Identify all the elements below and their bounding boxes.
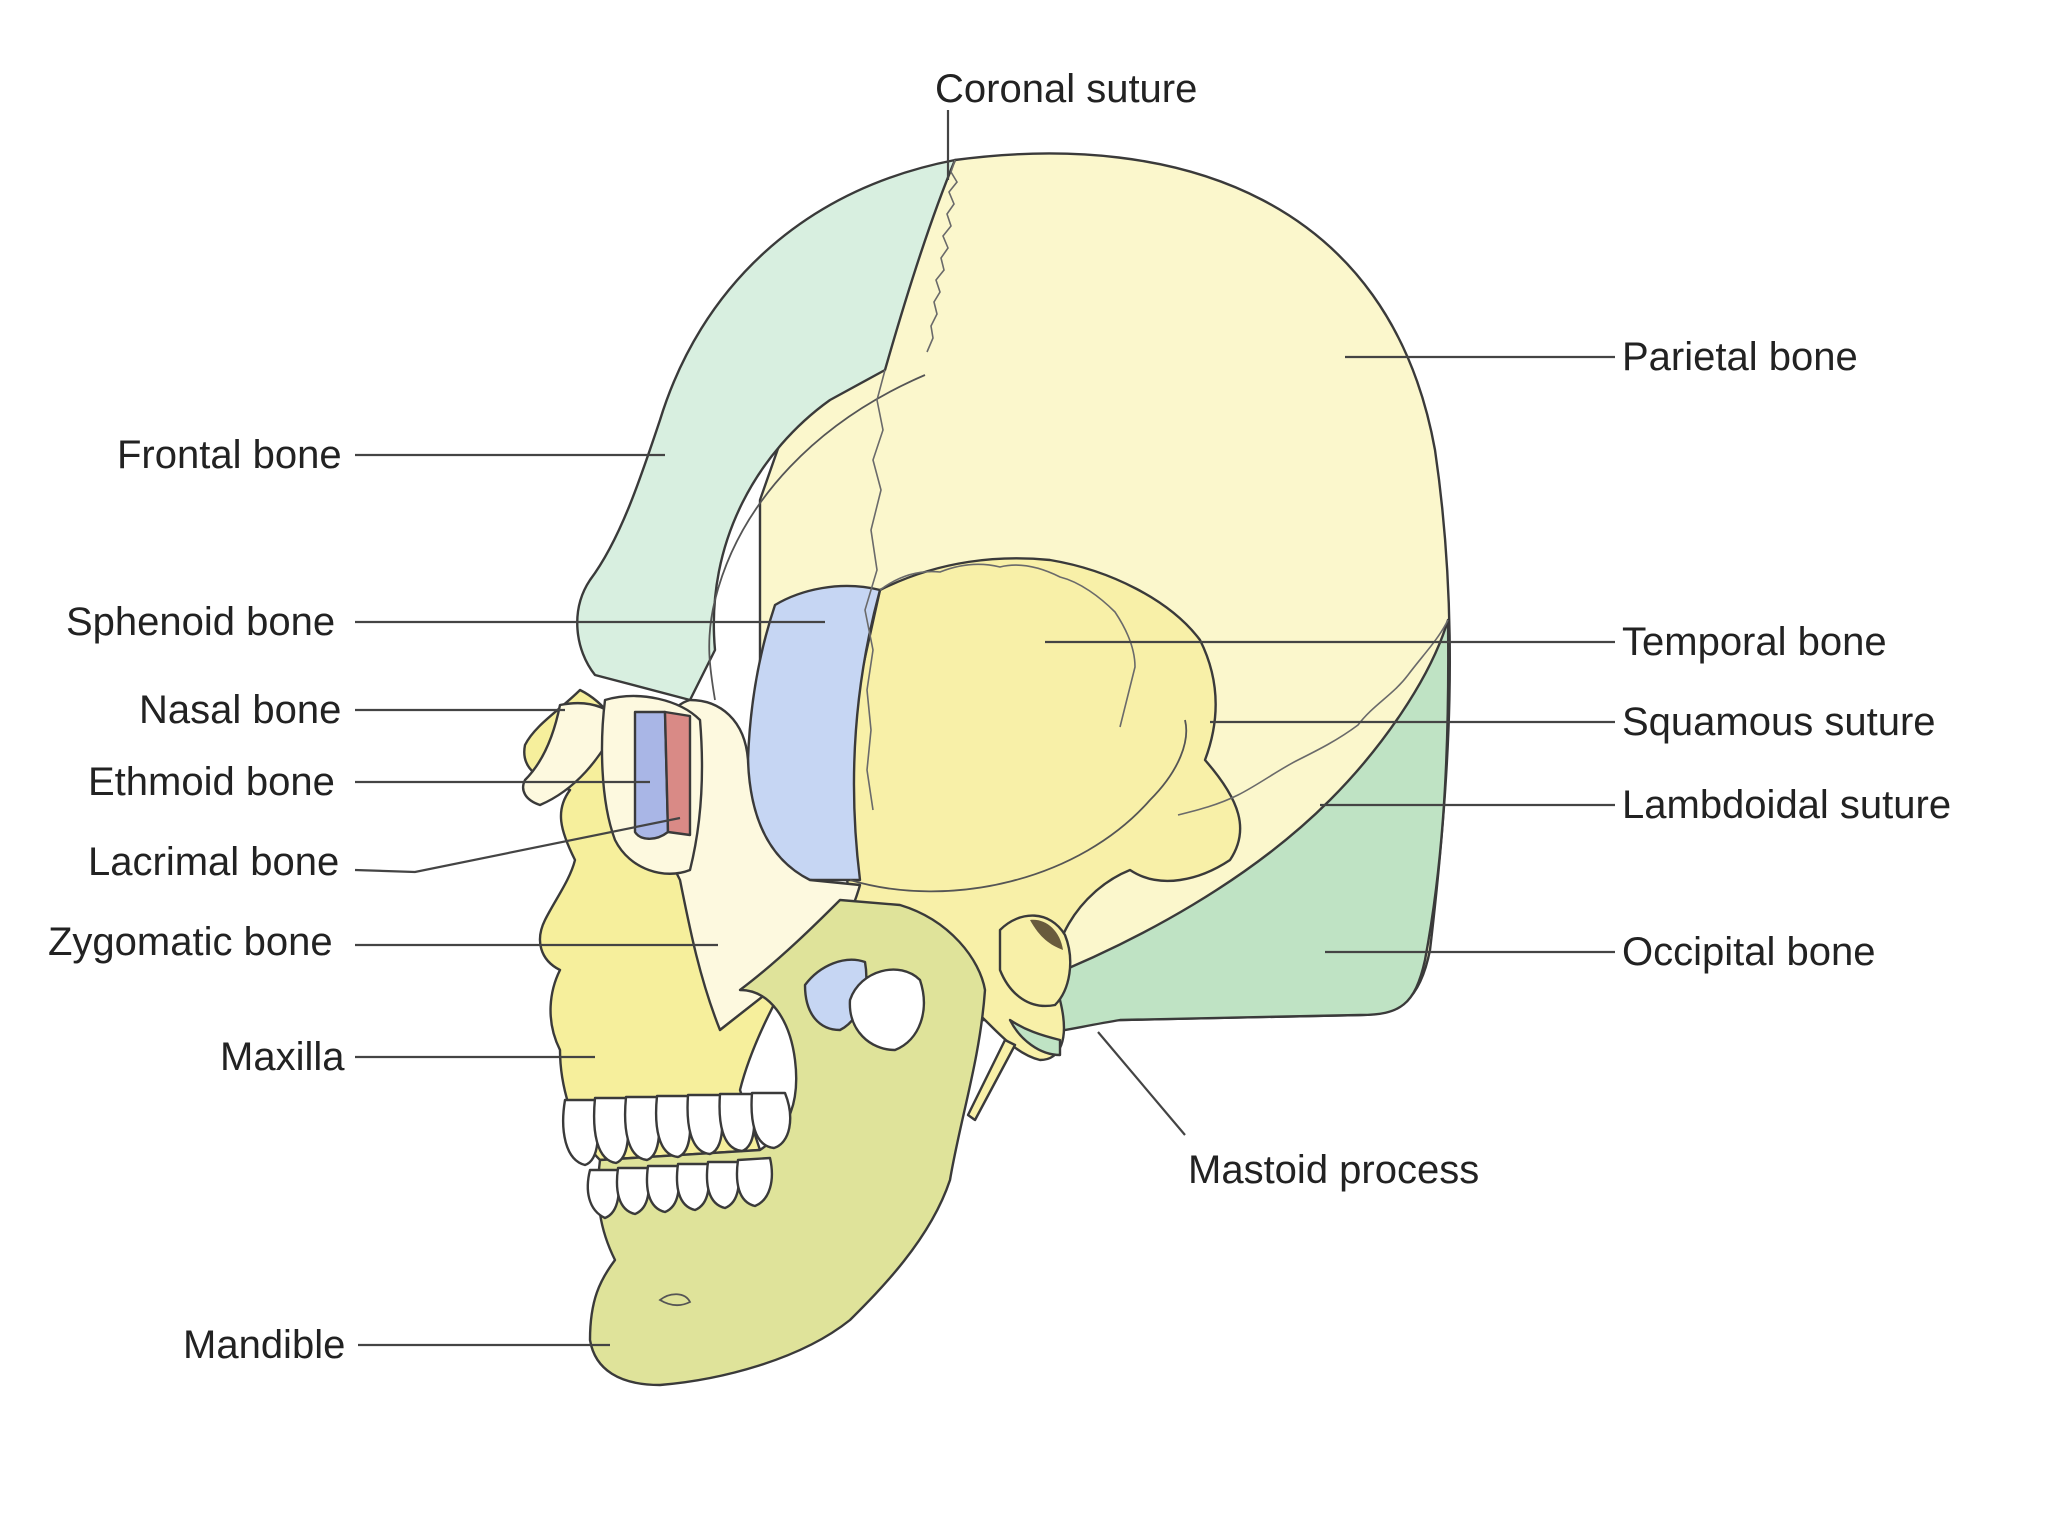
label-mastoid-process: Mastoid process [1188, 1148, 1479, 1192]
label-lacrimal-bone: Lacrimal bone [88, 840, 339, 884]
leader-mastoid-process [1097, 1031, 1186, 1136]
label-sphenoid-bone: Sphenoid bone [66, 600, 335, 644]
label-temporal-bone: Temporal bone [1622, 620, 1887, 664]
leader-lacrimal-bone [354, 816, 681, 874]
upper-tooth [750, 1091, 792, 1150]
mandible-chin-mark [658, 1293, 692, 1307]
leader-lines [354, 110, 1615, 1347]
squamous-suture-line [879, 563, 1136, 728]
mastoid-shadow [1030, 919, 1063, 950]
parietal-lower-suture [864, 369, 886, 811]
lower-teeth [586, 1156, 774, 1220]
label-occipital-bone: Occipital bone [1622, 930, 1875, 974]
label-lambdoidal-suture: Lambdoidal suture [1622, 783, 1951, 827]
lower-tooth [735, 1156, 774, 1208]
label-ethmoid-bone: Ethmoid bone [88, 760, 335, 804]
lambdoidal-suture-line [1177, 619, 1449, 816]
label-parietal-bone: Parietal bone [1622, 335, 1858, 379]
styloid-process-shape [966, 1038, 1017, 1122]
label-squamous-suture: Squamous suture [1622, 700, 1936, 744]
label-frontal-bone: Frontal bone [117, 433, 342, 477]
label-nasal-bone: Nasal bone [139, 688, 341, 732]
mandible-condyle-shape [848, 968, 925, 1052]
upper-tooth [562, 1098, 600, 1167]
coronal-suture-line [926, 159, 958, 353]
occipital-edge-shape [1008, 1018, 1062, 1057]
label-mandible: Mandible [183, 1323, 345, 1367]
frontal-bone-shape [576, 158, 957, 702]
lacrimal-bone-shape [663, 710, 692, 837]
lower-tooth [586, 1168, 621, 1220]
upper-teeth [562, 1091, 792, 1167]
label-maxilla: Maxilla [220, 1035, 345, 1079]
ethmoid-bone-shape [633, 710, 670, 840]
temporal-line [708, 374, 926, 701]
zygomatic-arch-line [849, 719, 1188, 893]
label-zygomatic-bone: Zygomatic bone [48, 920, 333, 964]
label-coronal-suture: Coronal suture [935, 67, 1197, 111]
